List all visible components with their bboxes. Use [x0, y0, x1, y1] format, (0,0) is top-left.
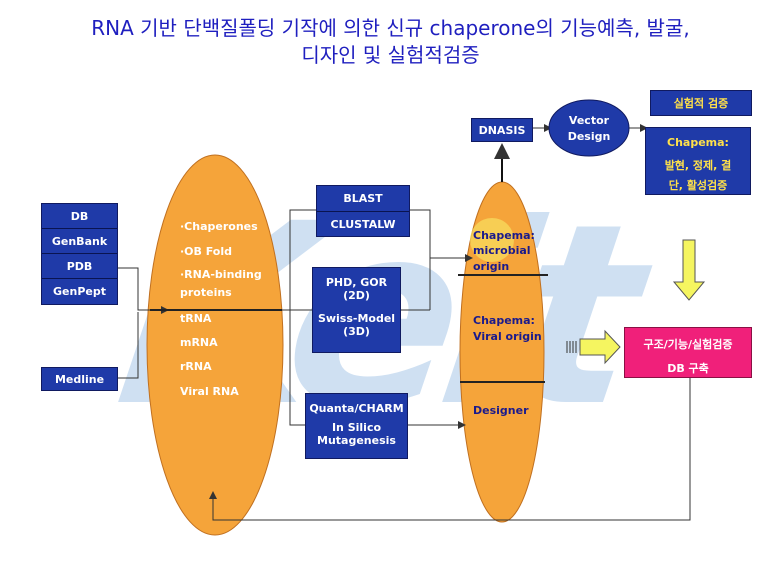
connector-tools-bottom: [289, 310, 305, 426]
left-oval-proteins: proteins: [180, 286, 232, 299]
left-oval-trna: tRNA: [180, 312, 212, 325]
dnasis-box: DNASIS: [471, 118, 533, 142]
db-item-genbank: GenBank: [42, 229, 117, 254]
left-oval: [146, 154, 284, 536]
connector-blast-right: [410, 209, 431, 258]
phd-swiss-box: PHD, GOR (2D) Swiss-Model (3D): [312, 267, 401, 353]
medline-label: Medline: [54, 372, 105, 386]
microbial-line2: microbial: [473, 244, 531, 257]
left-oval-viral-rna: Viral RNA: [180, 385, 239, 398]
page-title-line1: RNA 기반 단백질폴딩 기작에 의한 신규 chaperone의 기능예측, …: [91, 16, 690, 40]
chapema-line3: 단, 활성검증: [668, 179, 728, 192]
swiss-model-sub: (3D): [343, 325, 370, 338]
page-title-line2: 디자인 및 실험적검증: [301, 43, 480, 67]
arrow-right-yellow-icon: [579, 329, 621, 365]
microbial-line3: origin: [473, 260, 510, 273]
db-item-db: DB: [42, 204, 117, 229]
left-oval-mrna: mRNA: [180, 336, 218, 349]
left-oval-rna-binding: ·RNA-binding: [180, 268, 262, 281]
microbial-line1: Chapema:: [473, 229, 535, 242]
db-construct-line1: 구조/기능/실험검증: [643, 338, 733, 351]
clustalw-label: CLUSTALW: [330, 217, 396, 231]
exp-verification-label: 실험적 검증: [673, 97, 729, 110]
designer-label: Designer: [473, 404, 529, 417]
quanta-charm-label: Quanta/CHARM: [309, 402, 404, 415]
arrow-down-yellow-icon: [672, 239, 706, 301]
blast-clustalw-box: BLAST CLUSTALW: [316, 185, 410, 237]
chapema-line2: 발현, 정제, 결: [664, 159, 732, 172]
left-oval-ob-fold: ·OB Fold: [180, 245, 233, 258]
vector-design-ellipse: [548, 99, 630, 157]
chapema-line1: Chapema:: [667, 136, 729, 149]
left-oval-chaperones: ·Chaperones: [180, 220, 258, 233]
in-silico-label: In Silico: [331, 421, 382, 434]
db-construct-box: 구조/기능/실험검증 DB 구축: [624, 327, 752, 378]
mutagenesis-label: Mutagenesis: [317, 434, 396, 447]
db-construct-line2: DB 구축: [667, 362, 709, 375]
viral-line1: Chapema:: [473, 314, 535, 327]
vector-design-line2: Design: [567, 130, 611, 143]
left-oval-rrna: rRNA: [180, 360, 212, 373]
db-item-pdb: PDB: [42, 254, 117, 279]
connector-db-oval: [118, 267, 150, 311]
connector-tools-top: [289, 209, 316, 310]
phd-gor-label: PHD, GOR: [325, 276, 388, 289]
db-sources-box: DB GenBank PDB GenPept: [41, 203, 118, 305]
connector-medline-oval: [118, 312, 139, 379]
exp-verification-box: 실험적 검증: [650, 90, 752, 116]
chapema-box: Chapema: 발현, 정제, 결 단, 활성검증: [645, 127, 751, 195]
vector-design-line1: Vector: [568, 114, 610, 127]
quanta-charm-box: Quanta/CHARM In Silico Mutagenesis: [305, 393, 408, 459]
feedback-loop: [209, 378, 691, 521]
viral-line2: Viral origin: [473, 330, 542, 343]
blast-label: BLAST: [317, 186, 409, 212]
dnasis-label: DNASIS: [478, 123, 526, 137]
right-oval-highlight: [470, 218, 514, 262]
medline-box: Medline: [41, 367, 118, 391]
db-item-genpept: GenPept: [53, 285, 106, 298]
swiss-model-label: Swiss-Model: [317, 312, 396, 325]
phd-gor-sub: (2D): [343, 289, 370, 302]
